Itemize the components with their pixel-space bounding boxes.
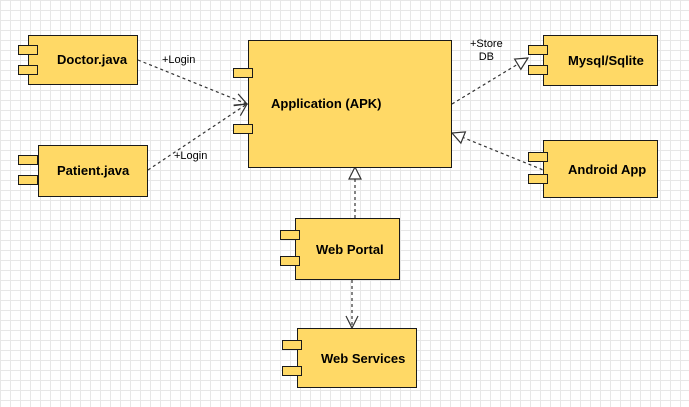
- component-android-tab-bottom: [528, 174, 548, 184]
- component-application-label: Application (APK): [271, 96, 382, 111]
- component-web-services-label: Web Services: [321, 351, 406, 366]
- component-mysql-label: Mysql/Sqlite: [568, 53, 644, 68]
- edge-android-to-application: [452, 133, 549, 173]
- component-web-services-tab-bottom: [282, 366, 302, 376]
- component-doctor-label: Doctor.java: [57, 52, 128, 67]
- edge-doctor-to-application: [137, 59, 247, 104]
- component-web-portal-tab-bottom: [280, 256, 300, 266]
- component-application[interactable]: Application (APK): [248, 40, 452, 168]
- edge-patient-to-application: [147, 104, 247, 171]
- edge-label-store-db: +Store DB: [470, 38, 503, 64]
- component-android-label: Android App: [568, 162, 647, 177]
- edge-label-patient-login: +Login: [174, 150, 208, 162]
- component-patient[interactable]: Patient.java: [38, 145, 148, 197]
- component-web-portal[interactable]: Web Portal: [295, 218, 400, 280]
- component-doctor-tab-bottom: [18, 65, 38, 75]
- edge-label-store-line1: +Store: [470, 38, 503, 50]
- component-web-services[interactable]: Web Services: [297, 328, 417, 388]
- edge-application-to-mysql: [451, 58, 528, 105]
- component-mysql[interactable]: Mysql/Sqlite: [543, 35, 658, 86]
- edge-label-doctor-login: +Login: [162, 54, 196, 66]
- component-application-tab-bottom: [233, 124, 253, 134]
- edge-label-store-line2: DB: [478, 51, 494, 63]
- component-patient-label: Patient.java: [57, 163, 130, 178]
- component-patient-tab-bottom: [18, 175, 38, 185]
- component-android-tab-top: [528, 152, 548, 162]
- component-android[interactable]: Android App: [543, 140, 658, 198]
- component-mysql-tab-bottom: [528, 65, 548, 75]
- component-patient-tab-top: [18, 155, 38, 165]
- component-application-tab-top: [233, 68, 253, 78]
- component-doctor[interactable]: Doctor.java: [28, 35, 138, 85]
- component-web-portal-tab-top: [280, 230, 300, 240]
- component-mysql-tab-top: [528, 45, 548, 55]
- component-doctor-tab-top: [18, 45, 38, 55]
- component-web-portal-label: Web Portal: [316, 242, 384, 257]
- component-web-services-tab-top: [282, 340, 302, 350]
